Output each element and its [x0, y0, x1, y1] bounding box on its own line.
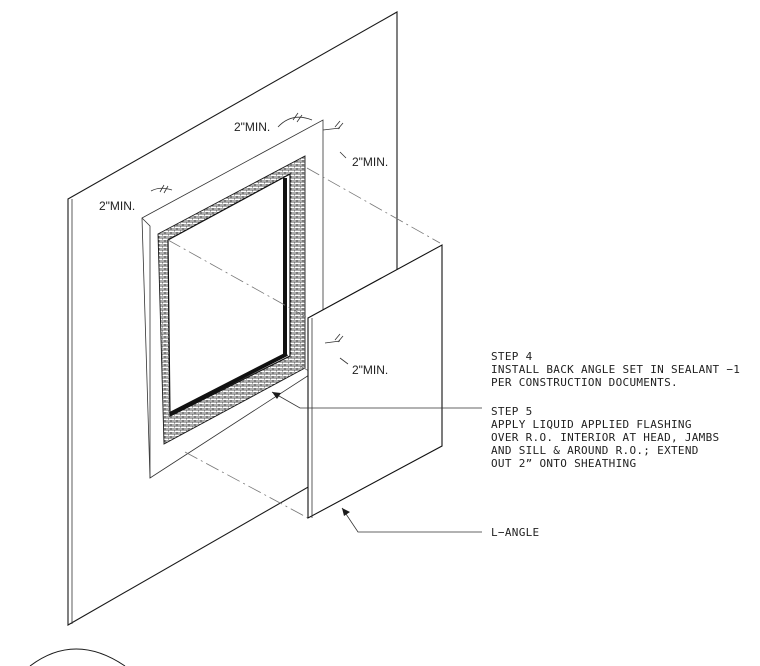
flashing-extent-side — [141, 217, 151, 478]
note-step4: STEP 4 INSTALL BACK ANGLE SET IN SEALANT… — [491, 350, 740, 389]
step4-line: INSTALL BACK ANGLE SET IN SEALANT −1 — [491, 363, 740, 376]
projection-line — [184, 451, 309, 519]
detail-bubble — [29, 648, 126, 666]
l-angle-label: L−ANGLE — [491, 526, 539, 539]
leader-lines — [271, 391, 482, 533]
projection-line — [167, 239, 309, 319]
projection-line — [306, 167, 441, 244]
dimension-marks — [150, 112, 349, 365]
step4-title: STEP 4 — [491, 350, 533, 363]
step5-line: APPLY LIQUID APPLIED FLASHING — [491, 418, 692, 431]
note-step5: STEP 5 APPLY LIQUID APPLIED FLASHING OVE… — [491, 405, 719, 470]
dim-label-left: 2"MIN. — [99, 199, 135, 213]
step5-line: OUT 2” ONTO SHEATHING — [491, 457, 636, 470]
step5-title: STEP 5 — [491, 405, 533, 418]
dim-label-top: 2"MIN. — [234, 120, 270, 134]
rough-opening-sill-shadow — [169, 352, 288, 416]
dim-label-right-bottom: 2"MIN. — [352, 363, 388, 377]
step4-line: PER CONSTRUCTION DOCUMENTS. — [491, 376, 678, 389]
step5-line: OVER R.O. INTERIOR AT HEAD, JAMBS — [491, 431, 719, 444]
l-angle — [307, 244, 443, 519]
dim-label-right-top: 2"MIN. — [352, 155, 388, 169]
rough-opening — [167, 172, 291, 417]
step5-line: AND SILL & AROUND R.O.; EXTEND — [491, 444, 699, 457]
